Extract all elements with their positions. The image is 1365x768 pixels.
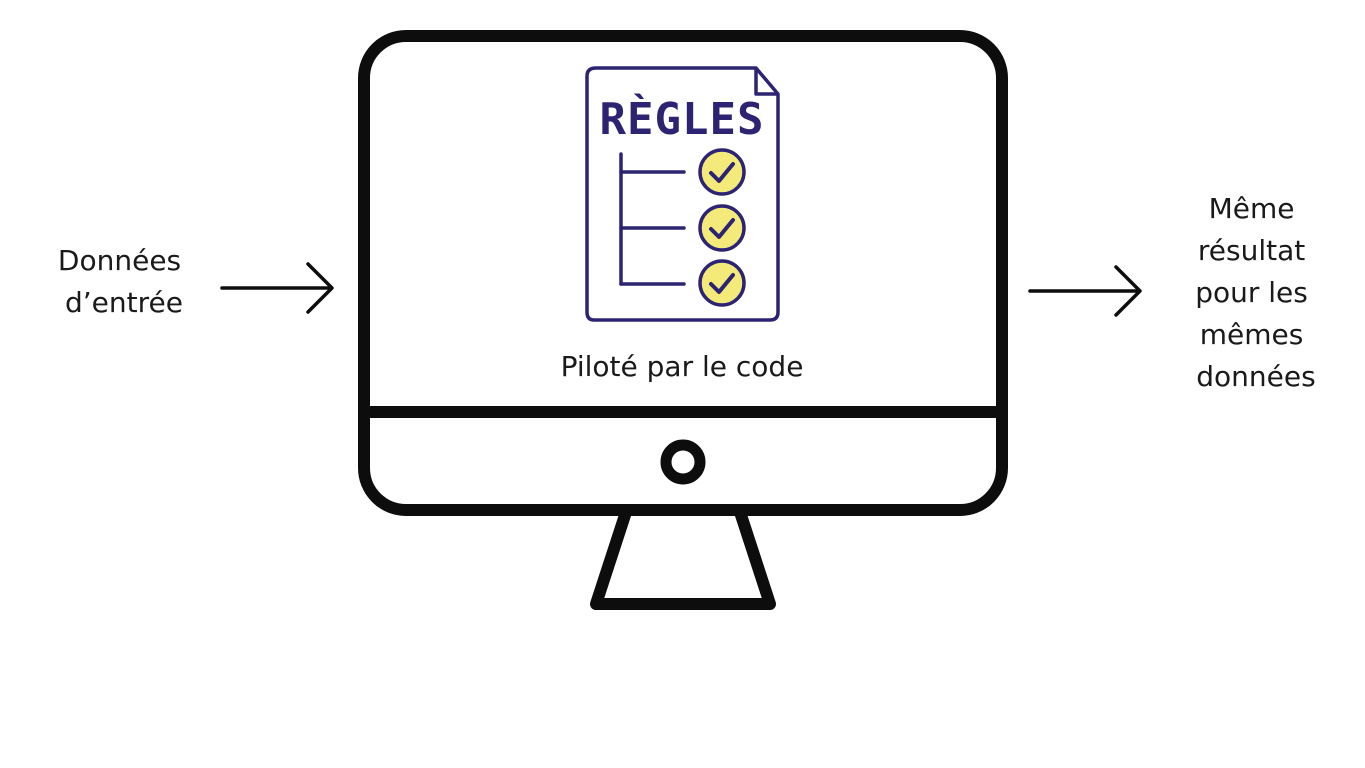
output-label-line: pour les [1195,276,1308,309]
output-label-line: mêmes [1200,318,1304,351]
svg-text:Données d’entrée: Données d’entrée [58,244,190,319]
check-circle-icon [698,204,746,252]
output-arrow-icon [1028,265,1142,317]
output-label-line: résultat [1198,234,1305,267]
document-title: RÈGLES [600,92,765,145]
input-label: Données d’entrée [58,244,190,319]
svg-text:Même résultat pour: Même résultat pour les mêmes données [1195,192,1317,393]
output-label-line: données [1196,360,1315,393]
output-label: Même résultat pour les mêmes données [1195,192,1317,393]
input-arrow-icon [220,262,334,314]
document-outline [585,66,780,322]
check-circle-icon [698,259,746,307]
document-corner-fold [754,68,778,96]
document-list-lines [619,152,686,286]
monitor-power-button [660,439,706,485]
output-label-line: Même [1209,192,1295,225]
rules-document-icon: RÈGLES [585,66,780,322]
input-label-line: d’entrée [65,286,183,319]
check-circle-icon [698,148,746,196]
input-label-line: Données [58,244,181,277]
monitor-stand [590,510,776,610]
screen-caption: Piloté par le code [561,350,804,383]
